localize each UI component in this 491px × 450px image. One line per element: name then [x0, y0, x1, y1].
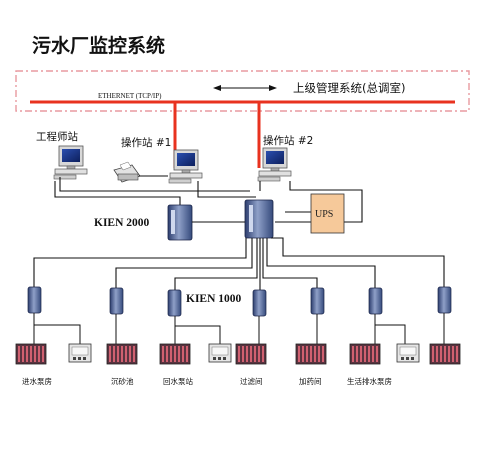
- site-drop-wires: [33, 313, 445, 344]
- kien2000-switch-icon: [167, 204, 193, 241]
- field-switch-icon: [27, 286, 42, 314]
- hmi-panel-icon: [208, 343, 232, 363]
- field-switch-icon: [310, 287, 325, 315]
- field-switches: [27, 286, 452, 317]
- kien2000-label: KIEN 2000: [94, 217, 150, 229]
- field-network-wires: [33, 237, 445, 290]
- hmi-panel-icon: [396, 343, 420, 363]
- operator-station-2-label: 操作站 #2: [263, 134, 313, 147]
- ethernet-label: ETHERNET (TCP/IP): [98, 92, 162, 100]
- operator-station-1-label: 操作站 #1: [121, 136, 171, 149]
- site-label-grit: 沉砂池: [111, 376, 134, 386]
- kien2000-main-switch-icon: [244, 199, 274, 239]
- station-bus-wires: [54, 175, 363, 223]
- plc-rack-icon: [15, 343, 47, 365]
- field-switch-icon: [109, 287, 124, 315]
- operator-computer-1-icon: [168, 149, 203, 184]
- plc-rack-icon: [295, 343, 327, 365]
- plc-rack-icon: [106, 343, 138, 365]
- kien1000-label: KIEN 1000: [186, 293, 242, 305]
- diagram-title: 污水厂监控系统: [32, 34, 165, 57]
- field-switch-icon: [252, 289, 267, 317]
- plc-rack-icon: [159, 343, 191, 365]
- plc-rack-icon: [235, 343, 267, 365]
- field-switch-icon: [437, 286, 452, 314]
- hmi-panel-icon: [68, 343, 92, 363]
- ups-label: UPS: [315, 209, 333, 220]
- site-label-dosing: 加药间: [299, 376, 322, 386]
- site-label-filter: 过滤间: [240, 376, 263, 386]
- site-label-drainage: 生活排水泵房: [347, 376, 392, 386]
- field-switch-icon: [167, 289, 182, 317]
- printer-icon: [113, 161, 141, 183]
- engineer-computer-icon: [53, 145, 88, 180]
- site-label-return: 回水泵站: [163, 376, 193, 386]
- plc-rack-icon: [349, 343, 381, 365]
- ups-box: [310, 193, 345, 234]
- upper-network-boundary: [15, 70, 470, 112]
- plc-rack-icon: [429, 343, 461, 365]
- double-arrow-icon: [213, 85, 277, 91]
- field-switch-icon: [368, 287, 383, 315]
- operator-computer-2-icon: [257, 147, 292, 182]
- upper-system-label: 上级管理系统(总调室): [293, 81, 405, 95]
- site-label-inlet: 进水泵房: [22, 376, 52, 386]
- engineer-station-label: 工程师站: [36, 130, 78, 143]
